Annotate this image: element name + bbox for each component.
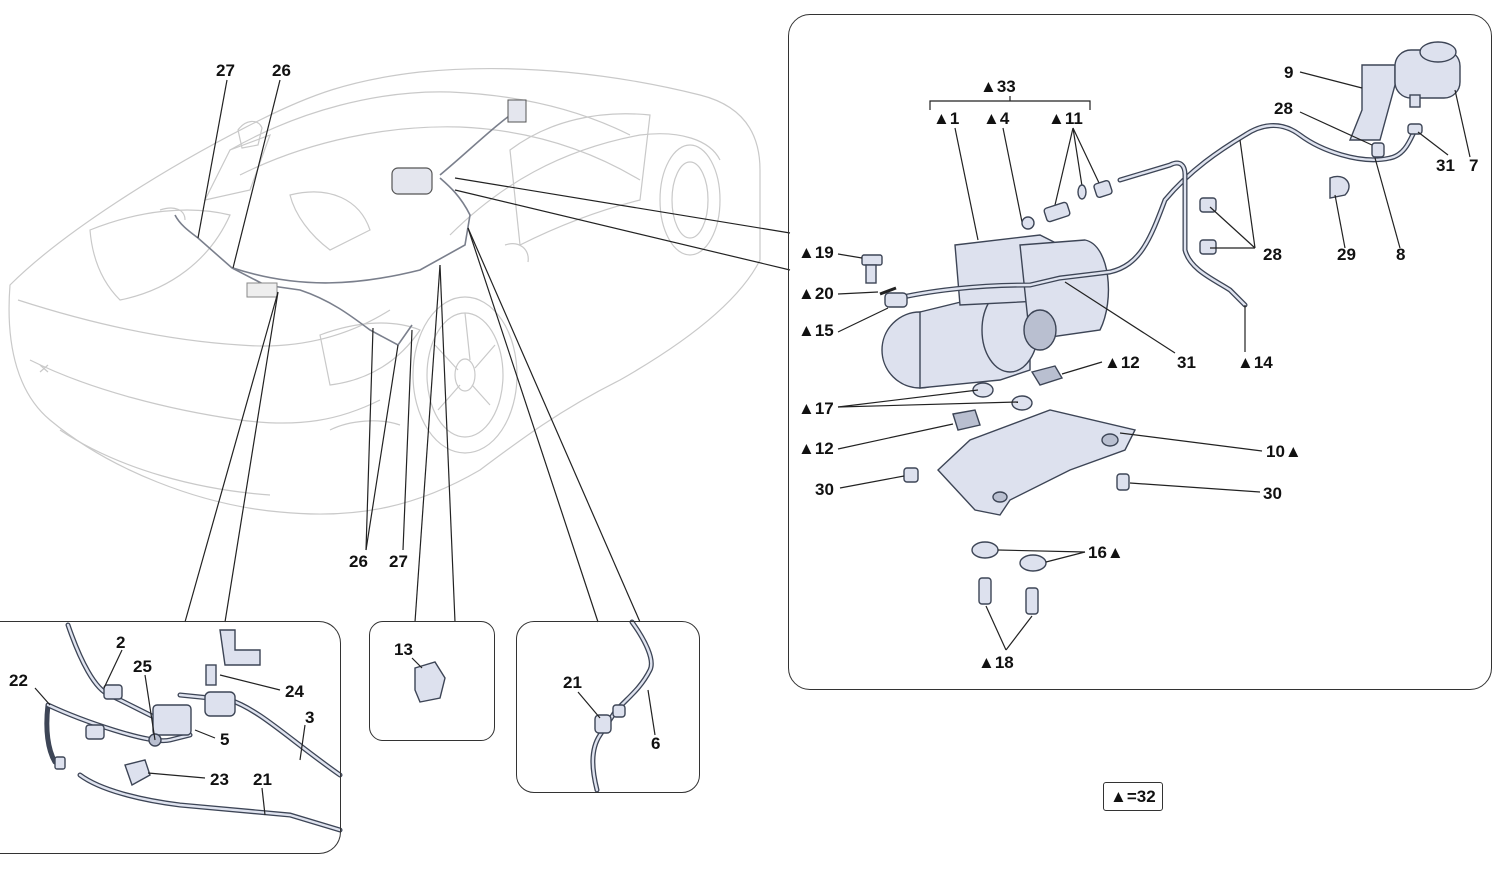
car-leader-lines [184,79,791,623]
inset-panel-b [369,621,495,741]
callout-12-bottom: ▲12 [798,439,834,458]
callout-1: ▲1 [933,109,960,128]
inset-callout-22: 22 [9,671,28,690]
inset-panel-c [516,621,700,793]
inset-callout-21-a: 21 [253,770,272,789]
inset-callout-24: 24 [285,682,304,701]
callout-28-mid: 28 [1263,245,1282,264]
callout-26-top: 26 [272,61,291,80]
callout-26-bottom: 26 [349,552,368,571]
callout-20: ▲20 [798,284,834,303]
inset-callout-23: 23 [210,770,229,789]
inset-callout-2: 2 [116,633,126,652]
legend-note: ▲=32 [1103,782,1163,811]
callout-7: 7 [1469,156,1479,175]
callout-19: ▲19 [798,243,834,262]
pump-assembly [837,41,1471,651]
inset-callout-6: 6 [651,734,661,753]
inset-callout-5: 5 [220,730,230,749]
callout-31-top: 31 [1436,156,1455,175]
callout-30-right: 30 [1263,484,1282,503]
callout-10: 10▲ [1266,442,1302,461]
callout-29: 29 [1337,245,1356,264]
inset-callout-13: 13 [394,640,413,659]
callout-17: ▲17 [798,399,834,418]
callout-15: ▲15 [798,321,834,340]
callout-27-top: 27 [216,61,235,80]
inset-callout-25: 25 [133,657,152,676]
callout-4: ▲4 [983,109,1010,128]
callout-12-top: ▲12 [1104,353,1140,372]
inset-c-drawing [577,619,656,793]
callout-11: ▲11 [1048,109,1083,128]
callout-28-top: 28 [1274,99,1293,118]
car-hydraulic-lines [174,99,527,347]
inset-callout-21-b: 21 [563,673,582,692]
inset-panel-a [0,621,341,854]
callout-27-bottom: 27 [389,552,408,571]
callout-30-left: 30 [815,480,834,499]
inset-a-drawing [34,622,343,833]
callout-16: 16▲ [1088,543,1124,562]
callout-8: 8 [1396,245,1406,264]
inset-b-drawing [411,657,446,703]
callout-31-mid: 31 [1177,353,1196,372]
callout-14: ▲14 [1237,353,1273,372]
callout-33: ▲33 [980,77,1016,96]
callout-9: 9 [1284,63,1294,82]
inset-callout-3: 3 [305,708,315,727]
callout-18: ▲18 [978,653,1014,672]
detail-panel-pump [788,14,1492,690]
car-outline [8,67,761,515]
